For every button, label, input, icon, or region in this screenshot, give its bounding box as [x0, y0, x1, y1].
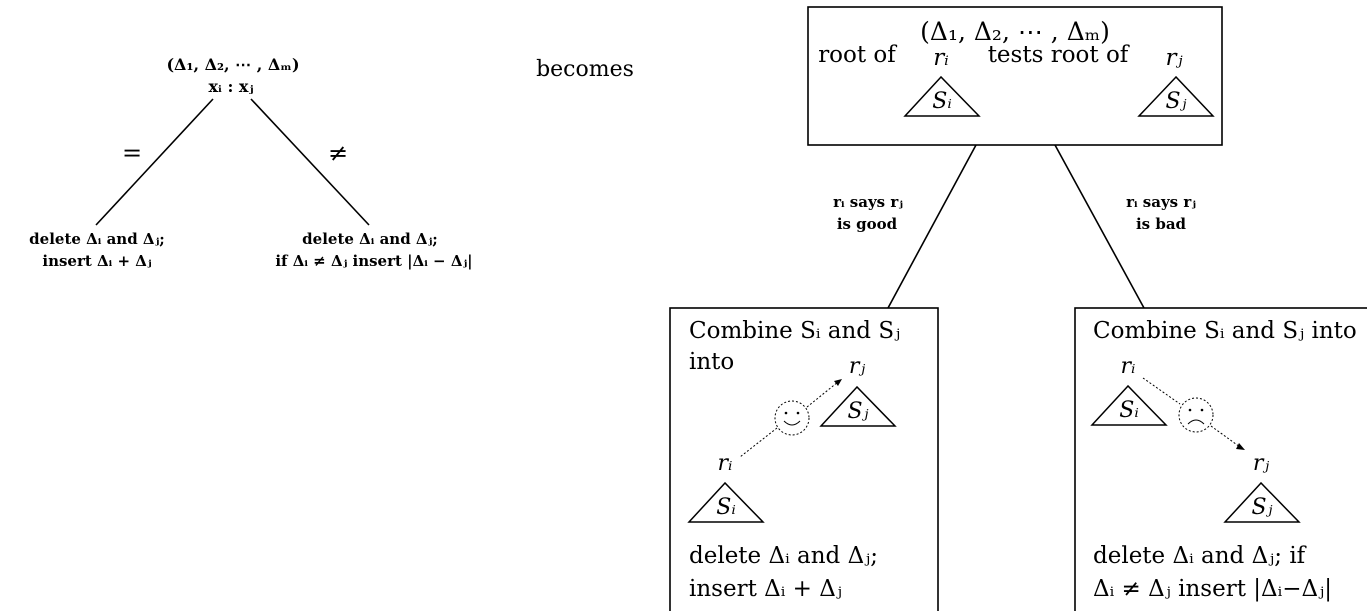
- root-box: (Δ₁, Δ₂, ⋯ , Δₘ) root of rᵢ tests root o…: [807, 6, 1223, 146]
- good-box-arrowhead: [834, 379, 842, 386]
- smiley-right-eye: [796, 411, 800, 415]
- good-box-si-triangle: [687, 481, 765, 523]
- left-tree-equal-edge: [95, 98, 214, 226]
- bad-box-footer2: Δᵢ ≠ Δⱼ insert |Δᵢ−Δⱼ|: [1093, 576, 1332, 602]
- right-leaf-line1: delete Δᵢ and Δⱼ;: [302, 230, 438, 248]
- bad-edge-label-line2: is bad: [1136, 215, 1187, 233]
- left-leaf-line2: insert Δᵢ + Δⱼ: [42, 252, 152, 270]
- good-box-sj: Sⱼ: [848, 399, 869, 424]
- root-box-frame: [807, 6, 1223, 146]
- good-box: Combine Sᵢ and Sⱼ into rⱼ Sⱼ rᵢ Sᵢ delet…: [669, 307, 939, 611]
- root-sj: Sⱼ: [1166, 89, 1187, 114]
- left-tree-tuple: (Δ₁, Δ₂, ⋯ , Δₘ): [166, 55, 299, 74]
- smiley-mouth: [783, 420, 801, 426]
- good-box-si: Sᵢ: [716, 495, 736, 520]
- bad-edge-label-line1: rᵢ says rⱼ: [1126, 193, 1196, 211]
- root-sj-triangle: [1137, 75, 1215, 117]
- root-tuple: (Δ₁, Δ₂, ⋯ , Δₘ): [920, 17, 1110, 46]
- tests-root-of-label: tests root of: [988, 42, 1130, 68]
- good-box-dotted-arrow-to-rj: [806, 381, 839, 408]
- good-box-footer2: insert Δᵢ + Δⱼ: [689, 576, 842, 602]
- becomes-label: becomes: [536, 57, 634, 82]
- bad-box-line1: Combine Sᵢ and Sⱼ into: [1093, 318, 1357, 344]
- bad-box-sj-triangle: [1223, 481, 1301, 523]
- good-box-dotted-line-from-ri: [739, 427, 778, 458]
- bad-box-arrowhead: [1236, 443, 1245, 450]
- good-box-footer1: delete Δᵢ and Δⱼ;: [689, 543, 878, 569]
- frown-left-eye: [1188, 408, 1192, 412]
- equal-edge-label: =: [122, 139, 142, 167]
- good-box-frame: [669, 307, 939, 611]
- smiley-left-eye: [784, 411, 788, 415]
- bad-box-frame: [1074, 307, 1367, 611]
- good-edge: [887, 144, 977, 309]
- good-edge-label-line2: is good: [837, 215, 898, 233]
- root-si-triangle: [903, 75, 981, 117]
- root-ri: rᵢ: [933, 45, 949, 71]
- frown-right-eye: [1200, 408, 1204, 412]
- left-leaf-line1: delete Δᵢ and Δⱼ;: [29, 230, 165, 248]
- frowning-face-icon: [1178, 397, 1214, 433]
- right-leaf-line2: if Δᵢ ≠ Δⱼ insert |Δᵢ − Δⱼ|: [275, 252, 472, 270]
- root-rj: rⱼ: [1165, 45, 1183, 71]
- bad-edge: [1054, 144, 1145, 309]
- root-si: Sᵢ: [932, 89, 952, 114]
- bad-box-dotted-arrow-to-rj: [1210, 425, 1241, 448]
- left-tree-notequal-edge: [250, 98, 370, 226]
- good-box-ri: rᵢ: [718, 451, 733, 476]
- bad-box-sj: Sⱼ: [1252, 495, 1273, 520]
- frown-mouth: [1187, 419, 1205, 425]
- left-tree: (Δ₁, Δ₂, ⋯ , Δₘ) xᵢ : xⱼ = ≠ delete Δᵢ a…: [29, 55, 472, 270]
- bad-box-footer1: delete Δᵢ and Δⱼ; if: [1093, 543, 1307, 569]
- bad-box-si: Sᵢ: [1119, 398, 1139, 423]
- bad-box-rj: rⱼ: [1253, 451, 1270, 476]
- good-box-sj-triangle: [819, 385, 897, 427]
- bad-box-ri: rᵢ: [1121, 354, 1136, 379]
- good-box-rj: rⱼ: [849, 354, 866, 379]
- smiley-face-icon: [774, 400, 810, 436]
- bad-box-dotted-line-from-ri: [1142, 377, 1181, 405]
- bad-box-si-triangle: [1090, 384, 1168, 426]
- bad-box: Combine Sᵢ and Sⱼ into rᵢ Sᵢ rⱼ Sⱼ delet…: [1074, 307, 1367, 611]
- left-tree-comparison: xᵢ : xⱼ: [209, 77, 254, 96]
- good-edge-label-line1: rᵢ says rⱼ: [833, 193, 903, 211]
- good-box-line1: Combine Sᵢ and Sⱼ: [689, 318, 900, 344]
- good-box-line2: into: [689, 349, 734, 375]
- notequal-edge-label: ≠: [328, 139, 348, 167]
- root-of-label: root of: [818, 42, 897, 68]
